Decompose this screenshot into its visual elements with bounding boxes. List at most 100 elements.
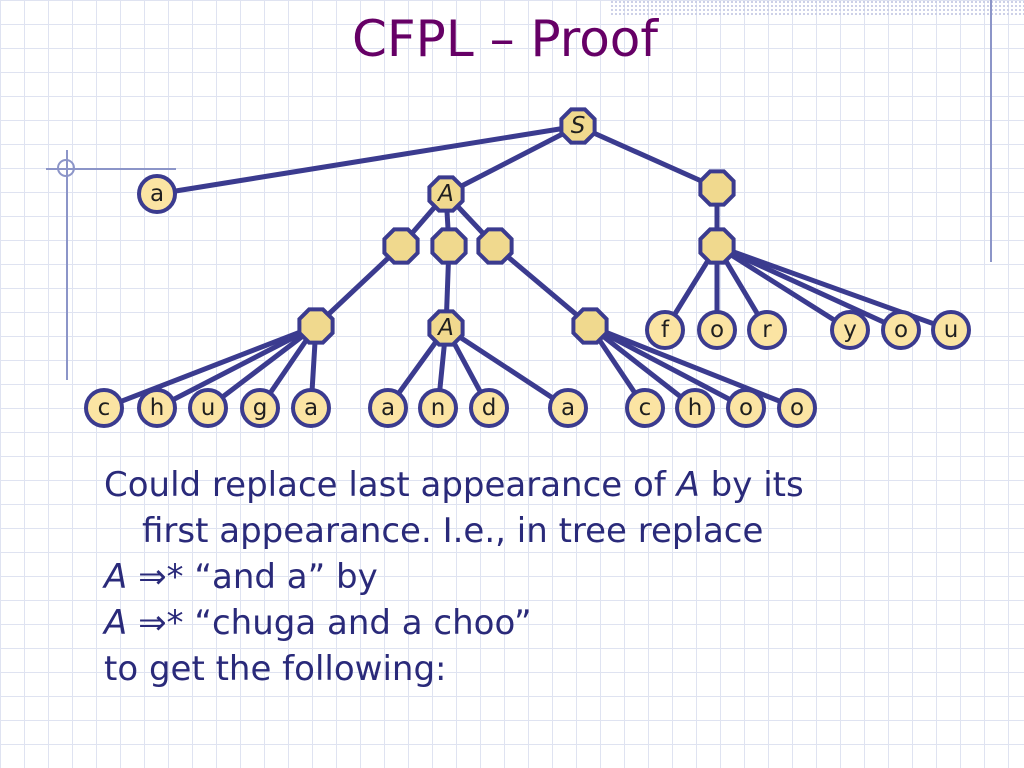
tree-node-label: a bbox=[304, 395, 318, 421]
tree-node-shape bbox=[726, 388, 766, 428]
tree-edge-q3-o3 bbox=[587, 323, 749, 411]
tree-node-shape bbox=[418, 388, 458, 428]
tree-node-label: g bbox=[253, 395, 268, 421]
tree-node-shape bbox=[931, 310, 971, 350]
tree-node-label: o bbox=[790, 395, 804, 421]
slide-title: CFPL – Proof bbox=[352, 10, 658, 68]
tree-leaf-node-a0: a bbox=[137, 174, 177, 214]
tree-octagon-node-r2 bbox=[698, 227, 736, 265]
tree-octagon-node-r1 bbox=[698, 169, 736, 207]
tree-leaf-node-rr: r bbox=[747, 310, 787, 350]
body-line-1-text: Could replace last appearance of bbox=[104, 465, 677, 505]
tree-node-shape bbox=[430, 227, 468, 265]
tree-node-label: o bbox=[739, 395, 753, 421]
tree-node-label: a bbox=[561, 395, 575, 421]
tree-node-label: d bbox=[482, 395, 497, 421]
tree-node-shape bbox=[697, 310, 737, 350]
tree-leaf-node-c2: c bbox=[625, 388, 665, 428]
tree-edge-r2-y bbox=[714, 243, 853, 333]
tree-node-label: A bbox=[436, 315, 454, 341]
tree-leaf-node-o1: o bbox=[697, 310, 737, 350]
tree-node-shape bbox=[469, 388, 509, 428]
tree-node-label: h bbox=[150, 395, 165, 421]
tree-edge-q1-h1 bbox=[154, 323, 319, 411]
decorative-circle bbox=[57, 159, 75, 177]
body-line-1-tail: by its bbox=[699, 465, 804, 505]
tree-node-shape bbox=[137, 388, 177, 428]
tree-node-shape bbox=[747, 310, 787, 350]
tree-node-label: f bbox=[661, 317, 670, 343]
tree-leaf-node-a2: a bbox=[368, 388, 408, 428]
tree-node-shape bbox=[382, 227, 420, 265]
derives-arrow-icon: ⇒* bbox=[127, 557, 195, 597]
tree-leaf-node-o2: o bbox=[881, 310, 921, 350]
decorative-horizontal-rule bbox=[46, 168, 176, 170]
body-line-2: first appearance. I.e., in tree replace bbox=[142, 511, 764, 551]
tree-octagon-node-p2 bbox=[430, 227, 468, 265]
body-line-3-text: “and a” by bbox=[194, 557, 378, 597]
tree-node-label: o bbox=[710, 317, 724, 343]
tree-node-label: c bbox=[639, 395, 652, 421]
tree-octagon-node-A2: A bbox=[427, 309, 465, 347]
tree-leaf-node-o3: o bbox=[726, 388, 766, 428]
tree-leaf-node-g: g bbox=[240, 388, 280, 428]
tree-edge-q3-h2 bbox=[587, 323, 698, 411]
tree-node-shape bbox=[291, 388, 331, 428]
tree-leaf-node-a1: a bbox=[291, 388, 331, 428]
tree-node-shape bbox=[427, 309, 465, 347]
tree-edge-A2-a3 bbox=[443, 325, 571, 411]
tree-node-shape bbox=[188, 388, 228, 428]
body-line-5: to get the following: bbox=[104, 649, 447, 689]
tree-octagon-node-S: S bbox=[559, 107, 597, 145]
tree-node-shape bbox=[645, 310, 685, 350]
body-line-4-text: “chuga and a choo” bbox=[194, 603, 532, 643]
tree-leaf-node-y: y bbox=[830, 310, 870, 350]
body-line-4: A ⇒* “chuga and a choo” bbox=[104, 600, 984, 646]
body-line-3-variable: A bbox=[104, 557, 128, 597]
tree-edge-p1-q1 bbox=[313, 243, 404, 329]
tree-node-shape bbox=[368, 388, 408, 428]
tree-edge-q3-o4 bbox=[587, 323, 800, 411]
tree-edge-S-r1 bbox=[575, 123, 720, 191]
tree-node-shape bbox=[137, 174, 177, 214]
tree-node-label: A bbox=[436, 181, 454, 207]
tree-edge-q1-u2 bbox=[205, 323, 319, 411]
tree-edges bbox=[101, 123, 954, 411]
tree-node-shape bbox=[427, 175, 465, 213]
tree-octagon-node-p3 bbox=[476, 227, 514, 265]
tree-node-shape bbox=[571, 307, 609, 345]
tree-edge-q1-c1 bbox=[101, 323, 319, 411]
tree-octagon-node-A1: A bbox=[427, 175, 465, 213]
tree-leaf-node-d: d bbox=[469, 388, 509, 428]
tree-node-shape bbox=[881, 310, 921, 350]
tree-leaf-node-o4: o bbox=[777, 388, 817, 428]
tree-octagon-node-q3 bbox=[571, 307, 609, 345]
tree-node-label: h bbox=[688, 395, 703, 421]
tree-leaf-node-u: u bbox=[931, 310, 971, 350]
tree-node-shape bbox=[777, 388, 817, 428]
tree-node-shape bbox=[297, 307, 335, 345]
derives-arrow-icon: ⇒* bbox=[127, 603, 195, 643]
tree-node-shape bbox=[698, 227, 736, 265]
tree-leaf-node-h1: h bbox=[137, 388, 177, 428]
tree-node-label: n bbox=[431, 395, 446, 421]
tree-node-label: o bbox=[894, 317, 908, 343]
tree-leaf-node-c1: c bbox=[84, 388, 124, 428]
body-line-1: Could replace last appearance of A by it… bbox=[104, 462, 984, 508]
tree-node-label: y bbox=[843, 317, 857, 343]
tree-leaf-node-n: n bbox=[418, 388, 458, 428]
body-text: Could replace last appearance of A by it… bbox=[104, 462, 984, 692]
body-line-1-variable: A bbox=[676, 465, 700, 505]
tree-leaf-node-f: f bbox=[645, 310, 685, 350]
tree-node-shape bbox=[476, 227, 514, 265]
tree-leaf-node-a3: a bbox=[548, 388, 588, 428]
body-line-4-variable: A bbox=[104, 603, 128, 643]
decorative-vertical-rule bbox=[66, 150, 68, 380]
tree-octagon-node-p1 bbox=[382, 227, 420, 265]
tree-node-label: r bbox=[762, 317, 772, 343]
tree-edge-S-A1 bbox=[443, 123, 581, 197]
tree-node-shape bbox=[675, 388, 715, 428]
tree-leaf-node-u2: u bbox=[188, 388, 228, 428]
